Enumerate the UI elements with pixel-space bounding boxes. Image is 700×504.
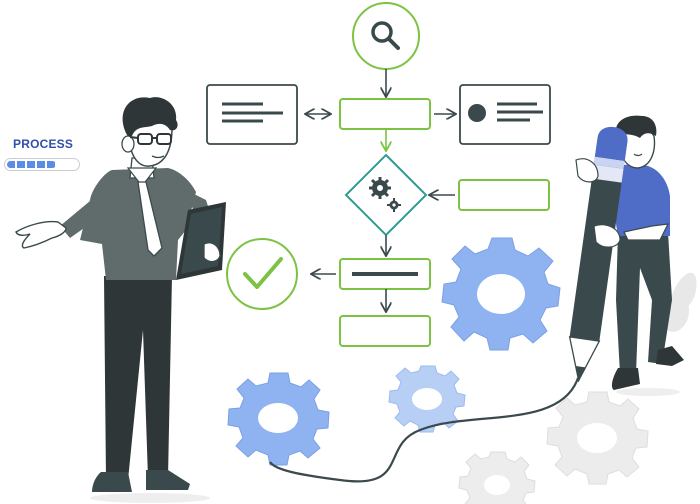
check-node [226, 238, 298, 310]
search-node [352, 2, 420, 70]
gear-icon [546, 391, 649, 485]
gears-icon [369, 177, 401, 212]
profile-card [459, 84, 551, 145]
man-presenter [15, 97, 226, 503]
gear-icon [388, 365, 466, 433]
gear-icon [441, 237, 561, 351]
flow-step [458, 179, 550, 211]
search-icon [371, 21, 400, 50]
man-with-pencil [568, 115, 684, 396]
flow-step [339, 98, 431, 130]
gear-icon [227, 372, 330, 466]
progress-fill [7, 161, 57, 168]
checkmark-icon [243, 257, 283, 289]
avatar-icon [468, 104, 486, 122]
gear-icon [458, 451, 536, 504]
progress-bar [4, 158, 80, 171]
text-lines-icon [222, 102, 283, 123]
flow-step [339, 315, 431, 347]
pencil-stroke [269, 377, 580, 483]
process-label: PROCESS [13, 137, 74, 151]
text-lines-icon [497, 102, 543, 122]
